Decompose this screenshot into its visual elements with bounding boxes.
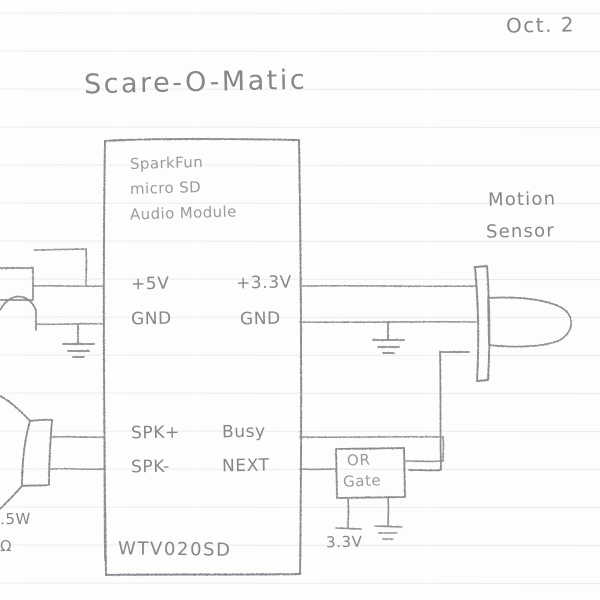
- wire-gnd-right: [299, 320, 477, 324]
- or-gate-supply-leg: [335, 497, 362, 530]
- or-gate-ground-symbol: [374, 497, 403, 540]
- module-name-line-2: micro SD: [129, 178, 202, 198]
- ground-symbol-left: [62, 323, 95, 358]
- pin-label-right-2: Busy: [221, 421, 266, 443]
- motion-sensor-board: [474, 265, 491, 382]
- sensor-label-line-1: Motion: [487, 188, 557, 211]
- module-part-number: WTV020SD: [117, 538, 232, 561]
- date-label: Oct. 2: [505, 12, 576, 38]
- wire-busy-to-or-gate: [299, 435, 445, 463]
- pin-label-right-0: +3.3V: [235, 272, 293, 294]
- ground-symbol-right: [372, 321, 405, 354]
- wire-speaker-bus: [103, 419, 106, 561]
- pir-dome-lens: [487, 296, 572, 348]
- module-name-line-3: Audio Module: [129, 202, 237, 224]
- wire-3v3-rail: [299, 284, 477, 288]
- audio-module-outline: [102, 138, 303, 576]
- wire-5v-rail: [33, 248, 105, 288]
- battery-symbol: [0, 267, 37, 331]
- pin-label-left-0: +5V: [130, 273, 170, 295]
- or-gate-supply-label: 3.3V: [325, 532, 363, 552]
- pin-label-left-2: SPK+: [130, 422, 181, 444]
- pin-label-left-1: GND: [130, 308, 172, 330]
- pin-label-left-3: SPK-: [130, 456, 171, 478]
- wire-spk-plus: [51, 435, 105, 439]
- wire-sensor-to-or-gate: [408, 351, 470, 472]
- sensor-label-line-2: Sensor: [485, 220, 556, 243]
- pin-label-right-3: NEXT: [221, 455, 270, 477]
- speaker-rating-line-1: .5W: [0, 509, 32, 529]
- pin-label-right-1: GND: [239, 308, 281, 330]
- speaker-rating-line-2: Ω: [0, 536, 13, 556]
- page-title: Scare-O-Matic: [83, 64, 308, 101]
- wire-gnd-left: [35, 322, 105, 326]
- module-name-line-1: SparkFun: [129, 152, 204, 174]
- or-gate-label-line-2: Gate: [342, 471, 382, 491]
- speaker-symbol: [0, 395, 53, 510]
- or-gate-label-line-1: OR: [346, 450, 371, 470]
- wire-spk-minus: [48, 467, 105, 471]
